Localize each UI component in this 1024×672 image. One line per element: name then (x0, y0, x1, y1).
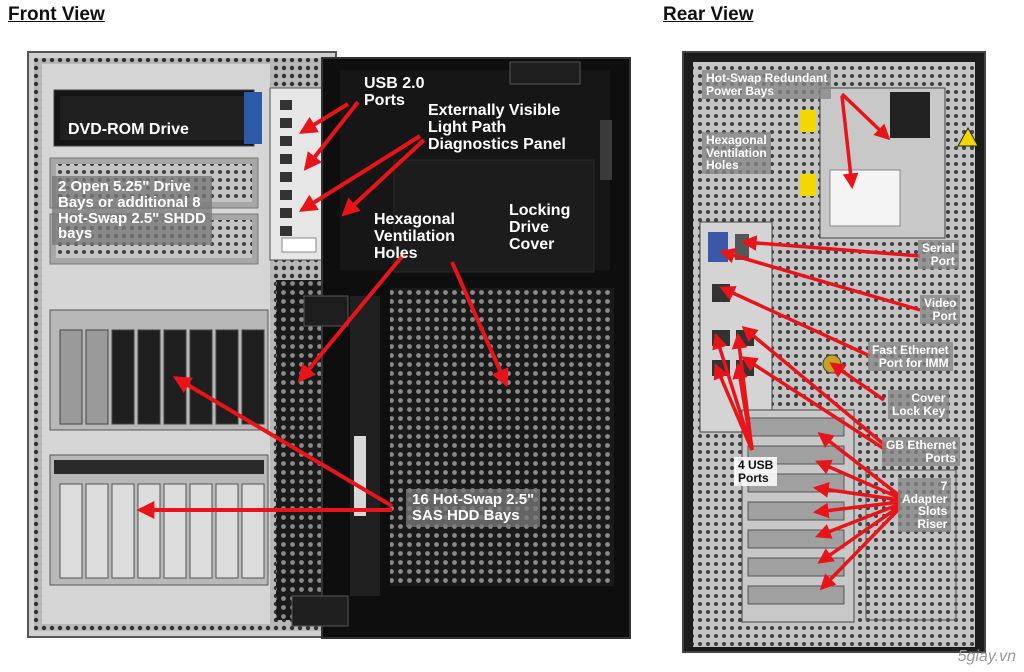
front-chassis (27, 51, 337, 638)
label-light-path-panel: Externally Visible Light Path Diagnostic… (428, 102, 566, 153)
label-cover-lock-key: Cover Lock Key (888, 390, 950, 420)
label-usb-ports: USB 2.0 Ports (364, 75, 425, 109)
label-adapter-slots-riser: 7 Adapter Slots Riser (898, 478, 952, 533)
label-four-usb-ports: 4 USB Ports (734, 457, 778, 487)
label-fast-ethernet-imm: Fast Ethernet Port for IMM (868, 342, 953, 372)
rear-view-title: Rear View (663, 4, 754, 25)
label-gb-ethernet-ports: GB Ethernet Ports (882, 437, 961, 467)
label-power-bays: Hot-Swap Redundant Power Bays (702, 70, 832, 100)
label-sas-hdd-bays: 16 Hot-Swap 2.5" SAS HDD Bays (406, 489, 541, 527)
watermark: 5giay.vn (957, 648, 1016, 665)
label-front-ventilation-holes: Hexagonal Ventilation Holes (374, 211, 455, 262)
front-door (291, 57, 631, 639)
front-view-title: Front View (8, 4, 105, 25)
label-dvd-rom-drive: DVD-ROM Drive (68, 121, 189, 138)
label-locking-drive-cover: Locking Drive Cover (509, 202, 571, 253)
label-open-drive-bays: 2 Open 5.25" Drive Bays or additional 8 … (52, 176, 212, 245)
upper-hdd-cage (59, 329, 265, 425)
front-arrows (136, 100, 509, 519)
label-serial-port: Serial Port (918, 240, 959, 270)
label-rear-ventilation-holes: Hexagonal Ventilation Holes (702, 132, 771, 174)
rear-arrows (712, 92, 921, 591)
label-video-port: Video Port (920, 295, 961, 325)
